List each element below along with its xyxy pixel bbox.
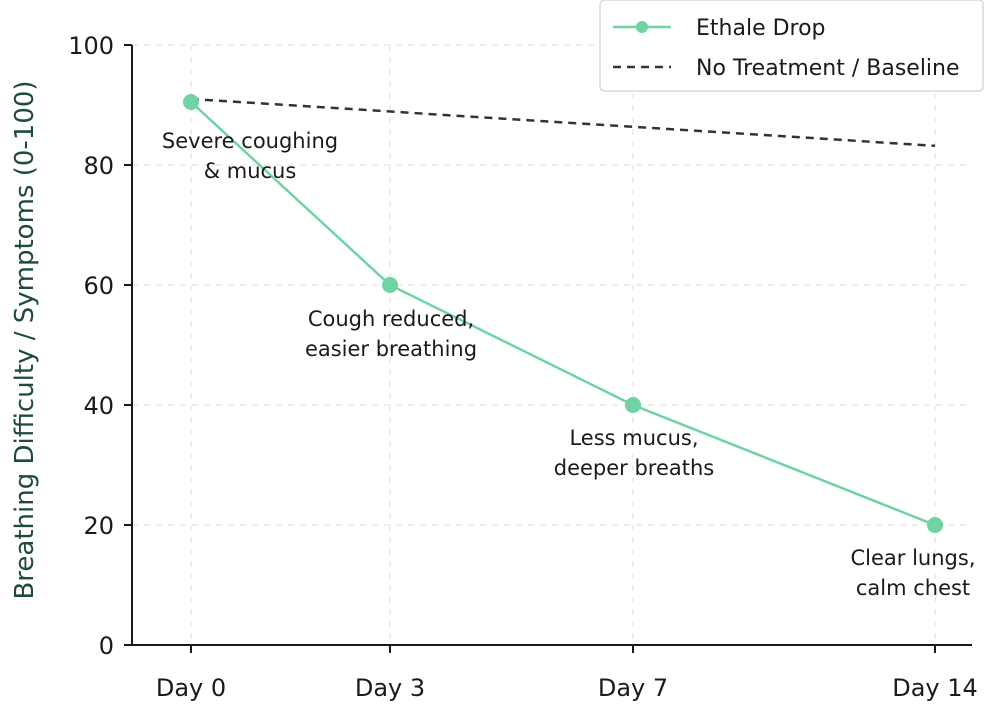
x-tick-label: Day 3: [355, 674, 425, 702]
data-point-ethale: [625, 397, 641, 413]
y-tick-label: 100: [68, 32, 114, 60]
annotation-label: Severe coughing: [162, 129, 338, 153]
annotation-label: Clear lungs,: [851, 546, 976, 570]
x-tick-label: Day 7: [598, 674, 668, 702]
annotation-label: calm chest: [856, 576, 970, 600]
annotation-label: deeper breaths: [554, 456, 715, 480]
x-tick-label: Day 14: [892, 674, 978, 702]
annotation-label: & mucus: [204, 159, 297, 183]
annotation-label: easier breathing: [305, 337, 477, 361]
y-axis-label: Breathing Difficulty / Symptoms (0-100): [10, 80, 40, 599]
legend-label-baseline: No Treatment / Baseline: [696, 56, 960, 81]
series: [183, 94, 943, 533]
data-point-ethale: [382, 277, 398, 293]
x-tick-label: Day 0: [156, 674, 226, 702]
x-ticks: Day 0 Day 3 Day 7 Day 14: [156, 645, 978, 702]
y-tick-label: 60: [83, 272, 114, 300]
y-tick-label: 0: [99, 632, 114, 660]
series-line-ethale: [190, 101, 936, 527]
axes: [131, 45, 972, 646]
data-point-ethale: [183, 94, 199, 110]
annotation-label: Less mucus,: [569, 426, 698, 450]
y-ticks: 0 20 40 60 80 100: [68, 32, 132, 660]
legend: Ethale Drop No Treatment / Baseline: [599, 0, 984, 92]
legend-marker-ethale: [636, 21, 648, 33]
data-point-ethale: [927, 517, 943, 533]
legend-box: [599, 0, 984, 92]
y-tick-label: 40: [83, 392, 114, 420]
y-tick-label: 20: [83, 512, 114, 540]
y-tick-label: 80: [83, 152, 114, 180]
legend-label-ethale: Ethale Drop: [696, 16, 826, 41]
annotation-label: Cough reduced,: [308, 307, 474, 331]
series-line-baseline: [190, 97, 936, 148]
